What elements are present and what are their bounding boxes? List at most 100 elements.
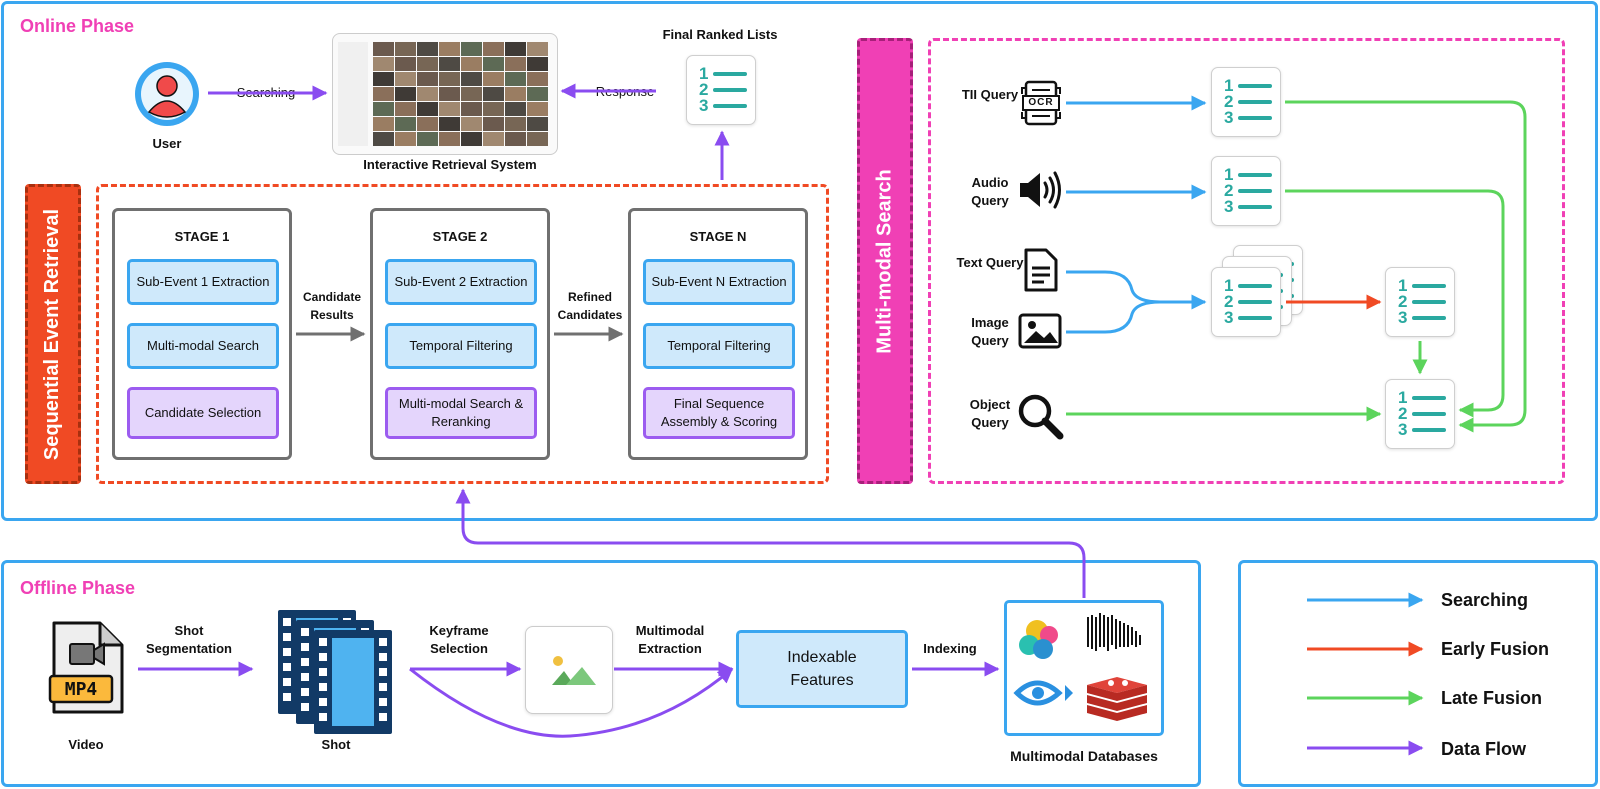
svg-text:3: 3: [1224, 108, 1233, 127]
video-thumbnail: [483, 72, 504, 86]
databases-box: [1004, 600, 1164, 736]
video-thumbnail: [527, 57, 548, 71]
indexable-features-box: Indexable Features: [736, 630, 908, 708]
legend-searching-label: Searching: [1441, 590, 1529, 610]
stage-n: STAGE N Sub-Event N Extraction Temporal …: [628, 208, 808, 460]
stage-1-step-3: Candidate Selection: [127, 387, 279, 439]
query-label-text: Text Query: [956, 255, 1024, 270]
stage-1: STAGE 1 Sub-Event 1 Extraction Multi-mod…: [112, 208, 292, 460]
video-thumbnail: [439, 102, 460, 116]
ocr-icon: [1020, 80, 1062, 126]
ranked-list-glyph: 123: [699, 64, 747, 115]
film-strip-icon: [278, 610, 394, 734]
video-thumbnail: [461, 42, 482, 56]
video-thumbnail: [527, 72, 548, 86]
shot-to-features-arrow: [409, 667, 734, 738]
stage-2-step-1: Sub-Event 2 Extraction: [385, 259, 537, 305]
stage-n-step-1: Sub-Event N Extraction: [643, 259, 795, 305]
video-thumbnail: [483, 42, 504, 56]
svg-text:1: 1: [1224, 76, 1233, 95]
video-thumbnail: [439, 57, 460, 71]
multimodal-databases-label: Multimodal Databases: [1010, 748, 1158, 764]
svg-text:2: 2: [699, 80, 708, 99]
video-thumbnail: [439, 42, 460, 56]
mp4-file-icon: [48, 620, 126, 718]
video-thumbnail: [527, 132, 548, 146]
video-thumbnail: [527, 42, 548, 56]
indexable-features-label: Indexable Features: [787, 649, 857, 689]
video-thumbnail: [417, 57, 438, 71]
film-frame: [314, 630, 392, 734]
video-thumbnail: [417, 117, 438, 131]
video-thumbnail: [505, 57, 526, 71]
stage-n-step-3: Final Sequence Assembly & Scoring: [643, 387, 795, 439]
svg-text:3: 3: [1398, 308, 1407, 327]
ocr-letters: OCR: [1028, 97, 1054, 108]
query-label-audio: Audio Query: [971, 175, 1009, 208]
video-thumbnail: [417, 132, 438, 146]
refined-candidates-label: Refined Candidates: [557, 290, 623, 322]
video-thumbnail: [461, 132, 482, 146]
speaker-icon: [1018, 170, 1064, 210]
tii-late-fusion-arrow: [1285, 100, 1527, 433]
video-thumbnail: [373, 132, 394, 146]
ranked-list-glyph: 123: [1224, 165, 1272, 216]
shot-segmentation-label: Shot Segmentation: [146, 623, 232, 656]
retrieval-system-screenshot: [332, 33, 558, 155]
final-lists-label: Final Ranked Lists: [662, 27, 778, 42]
video-thumbnail: [373, 72, 394, 86]
video-thumbnail: [395, 42, 416, 56]
candidate-results-label: Candidate Results: [302, 290, 361, 322]
svg-text:1: 1: [1224, 165, 1233, 184]
image-search-arrow: [1066, 300, 1161, 334]
stage-2-title: STAGE 2: [432, 229, 488, 244]
svg-text:1: 1: [1224, 276, 1233, 295]
keyframe-selection-label: Keyframe Selection: [429, 623, 489, 656]
video-thumbnail: [439, 72, 460, 86]
offline-phase-title: Offline Phase: [20, 578, 136, 598]
svg-text:2: 2: [1224, 292, 1233, 311]
retrieval-system-label: Interactive Retrieval System: [363, 157, 537, 172]
image-icon: [1018, 313, 1062, 349]
indexing-label: Indexing: [923, 641, 977, 656]
legend-late-fusion-label: Late Fusion: [1441, 688, 1543, 708]
thumbnail-grid: [373, 42, 549, 146]
database-to-online-arrow: [455, 488, 1086, 598]
video-thumbnail: [417, 42, 438, 56]
video-thumbnail: [461, 72, 482, 86]
svg-text:2: 2: [1398, 404, 1407, 423]
video-thumbnail: [395, 57, 416, 71]
ranked-list-glyph: 123: [1224, 76, 1272, 127]
multimodal-search-title: Multi-modal Search: [857, 38, 913, 484]
ranked-list-glyph: 123: [1398, 388, 1446, 439]
system-sidebar: [338, 42, 368, 146]
video-thumbnail: [505, 72, 526, 86]
video-thumbnail: [373, 42, 394, 56]
video-thumbnail: [439, 117, 460, 131]
video-thumbnail: [373, 102, 394, 116]
video-thumbnail: [461, 57, 482, 71]
offline-phase-panel: [1, 560, 1201, 787]
document-icon: [1022, 248, 1058, 292]
svg-text:1: 1: [1398, 388, 1407, 407]
video-thumbnail: [461, 117, 482, 131]
video-thumbnail: [483, 87, 504, 101]
video-thumbnail: [527, 117, 548, 131]
legend-early-fusion-label: Early Fusion: [1441, 639, 1550, 659]
video-thumbnail: [395, 132, 416, 146]
multimodal-extraction-label: Multimodal Extraction: [635, 623, 705, 656]
user-avatar-icon: [133, 60, 201, 128]
online-phase-title: Online Phase: [20, 16, 135, 36]
video-thumbnail: [395, 87, 416, 101]
video-thumbnail: [483, 102, 504, 116]
text-search-arrow: [1066, 270, 1207, 310]
stage-1-title: STAGE 1: [174, 229, 230, 244]
online-phase-panel: [1, 1, 1598, 521]
keyframe-image-icon: [525, 626, 613, 714]
video-thumbnail: [483, 132, 504, 146]
